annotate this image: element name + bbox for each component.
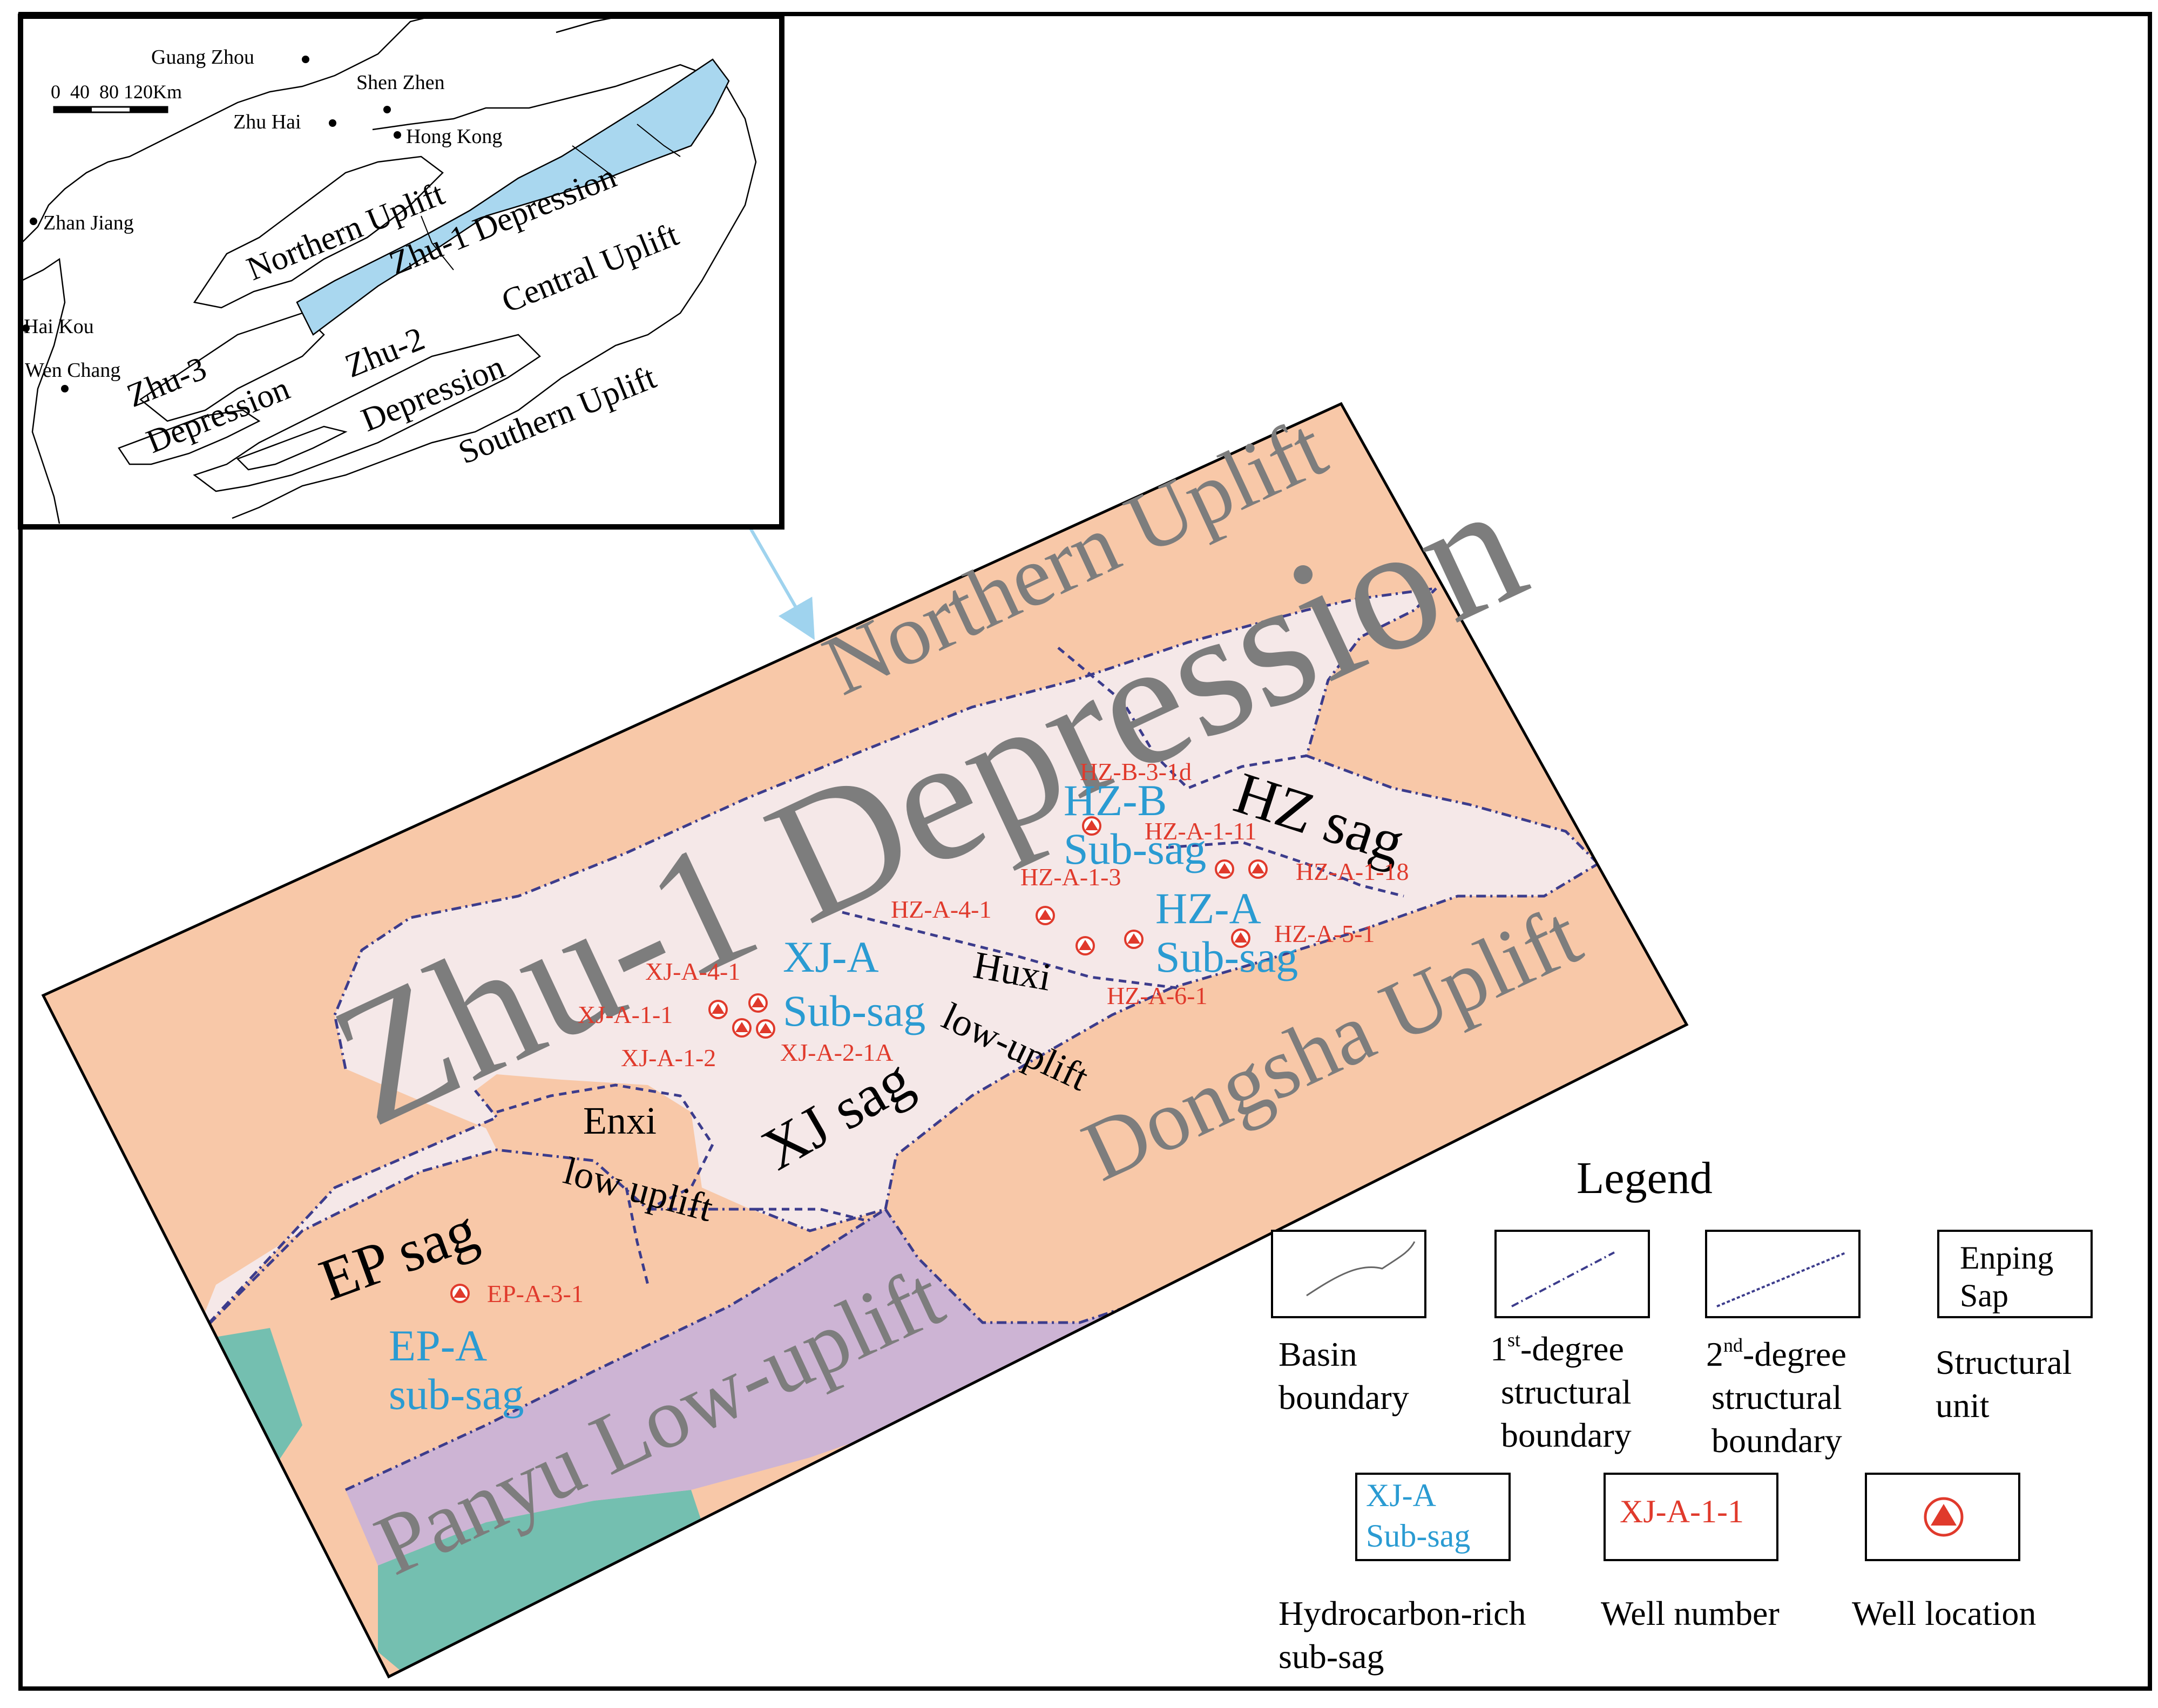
legend-hydro-text-2: sub-sag [1278, 1637, 1384, 1676]
xj-boundary [756, 1208, 864, 1222]
well-label: XJ-A-1-2 [621, 1044, 716, 1072]
first-degree-boundary-panyu [193, 1148, 886, 1340]
legend-basin-text-2: boundary [1278, 1378, 1409, 1416]
legend-subsag-box-text-2: Sub-sag [1366, 1518, 1470, 1554]
legend-well-number-box [1604, 1473, 1778, 1561]
panyu-low-uplift-area [346, 1209, 1128, 1565]
main-map [43, 404, 1687, 1677]
well-label: XJ-A-2-1A [780, 1039, 894, 1066]
legend-subsag-box [1355, 1473, 1511, 1561]
first-degree-boundary-south [884, 862, 1599, 1210]
first-degree-boundary-panyu-south [344, 1208, 1129, 1492]
city-label: Zhan Jiang [43, 212, 134, 234]
city-label: Hong Kong [406, 125, 502, 148]
legend-subsag-box-text-1: XJ-A [1366, 1477, 1436, 1513]
well-location-icon [1248, 859, 1268, 879]
well-label: HZ-A-4-1 [891, 896, 992, 923]
enxi-label-1: Enxi [583, 1099, 657, 1142]
well-location-icon [1036, 906, 1055, 925]
city-label: Zhu Hai [233, 111, 301, 133]
well-location-icon [756, 1019, 775, 1039]
hzb-label-1: HZ-B [1064, 776, 1167, 825]
city-label: Wen Chang [25, 359, 120, 382]
well-location-icon [708, 1000, 728, 1019]
legend-second-text-3: boundary [1711, 1421, 1842, 1460]
well-location-icon [450, 1284, 470, 1303]
legend-first-text-3: boundary [1501, 1416, 1632, 1454]
legend-well-location-text: Well location [1852, 1594, 2036, 1632]
well-location-icon [1124, 930, 1144, 949]
legend-well-number-box-text: XJ-A-1-1 [1620, 1494, 1744, 1529]
xja-label-2: Sub-sag [783, 986, 925, 1035]
legend-second-degree-box [1705, 1230, 1861, 1318]
epa-label-1: EP-A [389, 1321, 487, 1370]
inset-zhu1-depression [296, 58, 730, 336]
hza-label-2: Sub-sag [1155, 932, 1298, 981]
well-label: XJ-A-4-1 [645, 958, 740, 985]
legend-first-text-2: structural [1501, 1373, 1632, 1411]
well-location-icon [1215, 859, 1234, 879]
well-location-icon [748, 993, 768, 1013]
well-label: HZ-B-3-1d [1080, 758, 1192, 785]
legend-unit-box-text-1: Enping [1960, 1240, 2053, 1276]
well-label: HZ-A-6-1 [1107, 982, 1208, 1009]
well-location-icon [1924, 1497, 1964, 1537]
well-label: HZ-A-1-11 [1145, 817, 1257, 845]
well-location-icon [732, 1018, 752, 1038]
legend-hydro-text-1: Hydrocarbon-rich [1278, 1594, 1526, 1632]
well-label: HZ-A-5-1 [1274, 920, 1375, 947]
hza-label-1: HZ-A [1155, 884, 1261, 933]
city-label: Guang Zhou [151, 46, 254, 69]
well-location-icon [1075, 936, 1095, 955]
legend-title: Legend [1577, 1153, 1713, 1203]
xja-label-1: XJ-A [783, 932, 879, 981]
legend-second-text-2: structural [1711, 1378, 1842, 1416]
legend-structural-unit-box [1937, 1230, 2093, 1318]
well-label: HZ-A-1-3 [1020, 863, 1121, 891]
enxi-boundary [496, 1083, 714, 1211]
well-location-icon [1231, 928, 1250, 948]
city-markers [22, 56, 401, 392]
wells: HZ-B-3-1d HZ-A-1-11 HZ-A-1-18 HZ-A-1-3 H… [450, 758, 1409, 1307]
well-label: XJ-A-1-1 [578, 1001, 673, 1028]
zhu1-depression-area [194, 588, 1598, 1339]
legend-basin-box [1271, 1230, 1426, 1318]
first-degree-boundary-east [1304, 587, 1599, 865]
legend-unit-box-text-2: Sap [1960, 1278, 2008, 1313]
city-label: Shen Zhen [356, 71, 445, 94]
scale-bar-label: 0 40 80 120Km [51, 81, 182, 103]
teal-area-south [378, 1490, 702, 1677]
inset-map: Guang Zhou Shen Zhen Zhu Hai Hong Kong Z… [18, 13, 784, 530]
epa-label-2: sub-sag [389, 1370, 524, 1419]
legend-basin-text-1: Basin [1278, 1335, 1357, 1373]
city-label: Hai Kou [24, 315, 94, 338]
hzb-boundary [1057, 647, 1307, 790]
well-label: EP-A-3-1 [487, 1280, 584, 1307]
well-label: HZ-A-1-18 [1296, 858, 1409, 885]
city-labels: Guang Zhou Shen Zhen Zhu Hai Hong Kong Z… [24, 46, 502, 382]
well-location-icon [1082, 816, 1101, 836]
legend-well-number-text: Well number [1601, 1594, 1780, 1632]
hz-subsag-boundary [1166, 841, 1404, 898]
subsag-labels: HZ-B Sub-sag HZ-A Sub-sag XJ-A Sub-sag E… [389, 776, 1298, 1419]
legend-unit-text-1: Structural [1936, 1343, 2072, 1381]
main-map-frame [41, 402, 1689, 1679]
legend: Legend Enping Sap Basin boundary 1st-deg… [1271, 1153, 2093, 1676]
first-degree-boundary-north [193, 587, 1437, 1340]
scale-bar: 0 40 80 120Km [51, 81, 182, 113]
enxi-inner-boundary [625, 1187, 650, 1285]
legend-unit-text-2: unit [1936, 1386, 1990, 1425]
